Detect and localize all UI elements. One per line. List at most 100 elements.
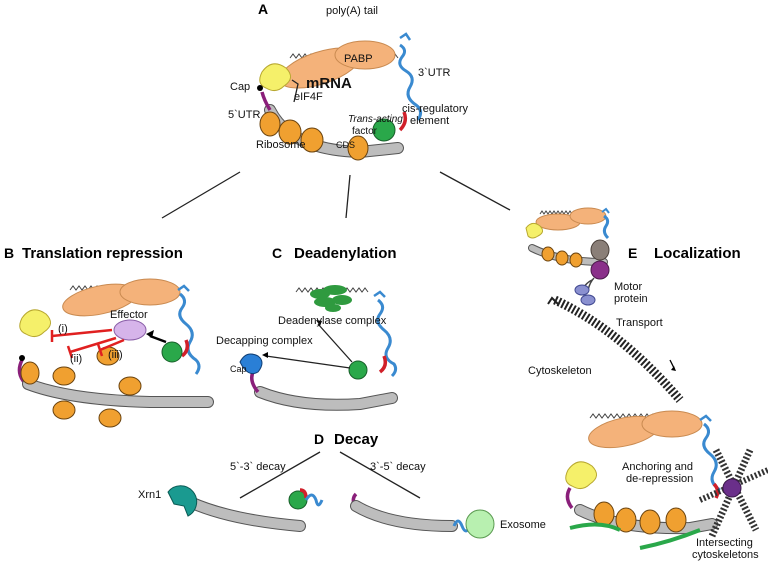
utr-3prime <box>702 422 721 492</box>
trans-acting-factor <box>722 478 742 498</box>
connector-e <box>439 171 511 211</box>
trans-label-1: Trans-acting <box>348 114 403 125</box>
label-i: (i) <box>58 323 68 335</box>
intersect-label-2: cytoskeletons <box>692 549 759 561</box>
arrow-head <box>671 366 676 371</box>
anchoring-filament <box>569 522 621 532</box>
panel-c-title: Deadenylation <box>294 245 397 262</box>
filament-end <box>547 296 559 305</box>
deadenylase-label: Deadenylase complex <box>278 315 387 327</box>
released-ribosome <box>52 346 142 428</box>
trans-label-2: factor <box>352 126 378 137</box>
motor-protein <box>574 284 590 296</box>
decapping-label: Decapping complex <box>216 335 313 347</box>
eif4f-complex <box>19 309 51 338</box>
panel-e: E Localization Motor protein Transport C… <box>525 207 768 561</box>
pabp-label: PABP <box>344 53 373 65</box>
trans-acting-factor <box>348 360 368 380</box>
panel-c: C Deadenylation Deadenylase complex Deca… <box>216 245 398 411</box>
connector-c <box>345 174 351 219</box>
panel-b-letter: B <box>4 245 14 261</box>
connector-d35 <box>339 451 421 499</box>
connector-d53 <box>239 451 321 499</box>
anchoring-filament <box>639 528 701 550</box>
transport-arrow <box>669 359 675 369</box>
connector-b <box>161 171 241 219</box>
exosome-label: Exosome <box>500 519 546 531</box>
motor-protein <box>580 294 596 306</box>
ribosome <box>20 361 40 385</box>
inhibition-bar <box>96 343 104 357</box>
utr-end <box>177 284 190 292</box>
exosome-complex <box>465 509 495 539</box>
transport-label: Transport <box>616 317 663 329</box>
utr-end <box>699 414 712 422</box>
cds-tube-inner <box>185 497 305 531</box>
cis-element <box>180 339 190 358</box>
utr-end <box>373 290 386 298</box>
ribosome <box>259 111 369 161</box>
utr5-label: 5`UTR <box>228 109 260 121</box>
inhibition-bar <box>66 345 74 359</box>
eif4f-complex <box>259 63 291 92</box>
cap-label: Cap <box>230 81 250 93</box>
effector-protein <box>113 319 147 341</box>
d35-label: 3`-5` decay <box>370 461 426 473</box>
panel-c-letter: C <box>272 245 282 261</box>
arrow-to-decapping <box>265 355 351 369</box>
panel-d-title: Decay <box>334 431 379 448</box>
cis-element <box>299 488 308 499</box>
decapping-complex <box>239 353 263 375</box>
arrow-head <box>316 320 322 326</box>
utr-3prime <box>304 493 324 507</box>
arrow-head <box>146 330 154 338</box>
panel-a: A poly(A) tail PABP mRNA 3`UTR Cap eIF4F… <box>228 1 469 161</box>
panel-a-letter: A <box>258 1 268 17</box>
eif4f-bracket <box>291 79 299 103</box>
xrn1-exonuclease <box>167 485 198 517</box>
ribosome-label: Ribosome <box>256 139 306 151</box>
d53-label: 5`-3` decay <box>230 461 286 473</box>
cis-element <box>398 111 408 132</box>
utr-5prime <box>565 487 574 510</box>
intersect-label-1: Intersecting <box>696 537 753 549</box>
cis-element <box>378 355 388 374</box>
panel-e-title: Localization <box>654 245 741 262</box>
utr3-label: 3`UTR <box>418 67 450 79</box>
cap-dot <box>257 85 263 91</box>
anchor-label-1: Anchoring and <box>622 461 693 473</box>
cytoskeleton-label: Cytoskeleton <box>528 365 592 377</box>
cap-dot <box>19 355 25 361</box>
utr-3prime <box>398 43 423 121</box>
panel-b: B Translation repression Effector (i) (i… <box>4 245 214 428</box>
polya-label: poly(A) tail <box>326 5 378 17</box>
utr-5prime <box>260 91 272 111</box>
eif4f-complex <box>565 461 597 490</box>
utr-3prime <box>602 214 610 240</box>
pabp-protein <box>334 40 396 70</box>
arrow-head <box>262 352 268 358</box>
motor-label-2: protein <box>614 293 648 305</box>
trans-acting-factor <box>372 118 396 142</box>
panel-d: D Decay 5`-3` decay 3`-5` decay Xrn1 Exo… <box>138 431 546 539</box>
ribosome <box>593 501 687 535</box>
cds-label: CDS <box>336 140 355 150</box>
arrow-to-deadenylase <box>317 323 353 363</box>
motor-protein <box>590 239 610 261</box>
cds-tube-inner <box>255 387 397 410</box>
motor-label-1: Motor <box>614 281 642 293</box>
panel-d-letter: D <box>314 431 324 447</box>
eif4f-label: eIF4F <box>294 91 323 103</box>
cis-element <box>712 482 720 499</box>
utr-end <box>399 32 412 41</box>
ribosome <box>541 246 583 268</box>
eif4f-complex <box>525 222 544 239</box>
inhibition-line <box>51 328 113 338</box>
mrna-label: mRNA <box>306 75 352 92</box>
utr-3prime <box>178 292 201 375</box>
anchor-label-2: de-repression <box>626 473 693 485</box>
cds-tube-inner <box>351 501 457 531</box>
cytoskeleton-filament <box>553 295 684 403</box>
pabp-protein <box>119 278 181 306</box>
